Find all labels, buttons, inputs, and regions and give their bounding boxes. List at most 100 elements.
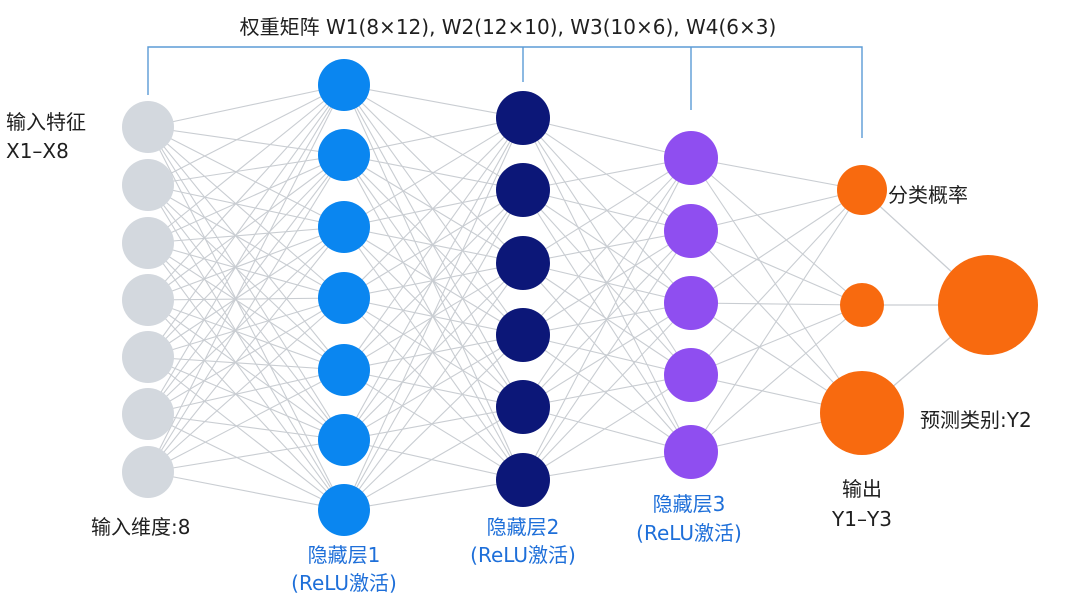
connection-hidden1-6-to-hidden2-3 [343, 262, 524, 441]
connection-hidden2-1-to-hidden3-1 [522, 117, 692, 159]
weight-matrix-title: 权重矩阵 W1(8×12), W2(12×10), W3(10×6), W4(6… [240, 15, 777, 39]
hidden2-node-3 [496, 236, 550, 290]
connection-input-5-to-hidden1-7 [147, 356, 345, 511]
output-node-2 [840, 283, 884, 327]
connection-input-1-to-hidden1-2 [147, 126, 345, 156]
connection-hidden2-1-to-hidden3-5 [522, 117, 692, 453]
connection-input-4-to-hidden1-1 [147, 84, 345, 301]
connection-hidden3-3-to-output-2 [690, 302, 863, 306]
output-label-line1: 输出 [842, 477, 882, 501]
hidden-layer-3-label-line1: 隐藏层3 [653, 492, 726, 516]
connection-input-7-to-hidden1-5 [147, 369, 345, 473]
weight-matrix-bracket [147, 46, 863, 138]
hidden3-node-2 [664, 204, 718, 258]
hidden2-node-5 [496, 380, 550, 434]
connection-hidden2-4-to-hidden3-1 [522, 157, 692, 336]
hidden1-node-1 [318, 59, 370, 111]
hidden-layer-2-label-line2: (ReLU激活) [470, 543, 576, 567]
connection-hidden1-5-to-hidden2-1 [343, 117, 524, 371]
hidden-layer-1-label-line2: (ReLU激活) [291, 571, 397, 595]
connection-hidden3-1-to-output-2 [690, 157, 863, 306]
connection-hidden1-1-to-hidden2-4 [343, 84, 524, 336]
connection-hidden1-6-to-hidden2-5 [343, 406, 524, 441]
connection-hidden2-4-to-hidden3-5 [522, 334, 692, 453]
connection-input-6-to-hidden1-4 [147, 297, 345, 415]
input-node-2 [122, 159, 174, 211]
connection-input-6-to-hidden1-2 [147, 154, 345, 415]
connection-hidden3-1-to-output-3 [690, 157, 863, 414]
connection-input-4-to-hidden1-3 [147, 226, 345, 301]
connection-input-7-to-hidden1-4 [147, 297, 345, 473]
input-node-6 [122, 388, 174, 440]
connection-input-6-to-hidden1-7 [147, 413, 345, 511]
connection-input-6-to-hidden1-3 [147, 226, 345, 415]
connection-hidden2-5-to-hidden3-1 [522, 157, 692, 408]
hidden1-node-3 [318, 201, 370, 253]
connection-hidden1-3-to-hidden2-6 [343, 226, 524, 481]
connection-hidden1-7-to-hidden2-5 [343, 406, 524, 511]
classification-probability-label: 分类概率 [888, 183, 968, 207]
connection-input-7-to-hidden1-2 [147, 154, 345, 473]
input-dimension-label: 输入维度:8 [91, 515, 190, 539]
connection-hidden2-2-to-hidden3-1 [522, 157, 692, 191]
input-features-label-line1: 输入特征 [6, 110, 86, 134]
output-node-1 [837, 165, 887, 215]
connection-hidden3-1-to-output-1 [690, 157, 863, 191]
connection-input-5-to-hidden1-1 [147, 84, 345, 358]
hidden-layer-2-label-line1: 隐藏层2 [487, 515, 560, 539]
connection-input-3-to-hidden1-2 [147, 154, 345, 244]
connection-hidden1-3-to-hidden2-3 [343, 226, 524, 264]
connection-input-5-to-hidden1-2 [147, 154, 345, 358]
connection-hidden2-6-to-hidden3-3 [522, 302, 692, 481]
connection-hidden3-2-to-output-1 [690, 189, 863, 232]
connection-hidden2-3-to-hidden3-5 [522, 262, 692, 453]
connection-hidden2-6-to-hidden3-5 [522, 451, 692, 481]
connection-hidden1-6-to-hidden2-6 [343, 439, 524, 481]
connection-input-2-to-hidden1-2 [147, 154, 345, 186]
connection-hidden1-7-to-hidden2-1 [343, 117, 524, 511]
output-label-line2: Y1–Y3 [831, 507, 892, 531]
connection-hidden1-7-to-hidden2-3 [343, 262, 524, 511]
connection-hidden1-4-to-hidden2-1 [343, 117, 524, 299]
connection-input-3-to-hidden1-1 [147, 84, 345, 244]
connection-input-7-to-hidden1-6 [147, 439, 345, 473]
connection-input-3-to-hidden1-4 [147, 242, 345, 299]
hidden2-node-1 [496, 91, 550, 145]
connection-hidden1-5-to-hidden2-6 [343, 369, 524, 481]
connection-hidden1-3-to-hidden2-1 [343, 117, 524, 228]
connection-input-1-to-hidden1-1 [147, 84, 345, 128]
connection-hidden1-5-to-hidden2-3 [343, 262, 524, 371]
connection-input-2-to-hidden1-3 [147, 184, 345, 228]
connection-hidden1-7-to-hidden2-2 [343, 189, 524, 511]
connection-hidden1-7-to-hidden2-6 [343, 479, 524, 511]
input-features-label-line2: X1–X8 [6, 139, 69, 163]
connection-hidden3-4-to-output-1 [690, 189, 863, 376]
connection-hidden2-2-to-hidden3-5 [522, 189, 692, 453]
connection-hidden3-3-to-output-1 [690, 189, 863, 304]
hidden1-node-6 [318, 414, 370, 466]
connection-hidden2-6-to-hidden3-2 [522, 230, 692, 481]
input-node-5 [122, 331, 174, 383]
hidden3-node-4 [664, 348, 718, 402]
connection-input-2-to-hidden1-1 [147, 84, 345, 186]
hidden3-node-1 [664, 131, 718, 185]
connection-input-5-to-hidden1-3 [147, 226, 345, 358]
hidden3-node-3 [664, 276, 718, 330]
labels: 权重矩阵 W1(8×12), W2(12×10), W3(10×6), W4(6… [6, 15, 1032, 595]
bracket-line [147, 46, 863, 138]
connection-input-7-to-hidden1-3 [147, 226, 345, 473]
input-node-4 [122, 274, 174, 326]
prediction-node [938, 255, 1038, 355]
connection-input-2-to-hidden1-4 [147, 184, 345, 299]
connection-input-1-to-hidden1-6 [147, 126, 345, 441]
nodes [122, 59, 1038, 536]
connection-hidden3-5-to-output-1 [690, 189, 863, 453]
hidden2-node-2 [496, 163, 550, 217]
connection-hidden1-6-to-hidden2-1 [343, 117, 524, 441]
connection-hidden3-4-to-output-2 [690, 304, 863, 376]
connection-input-1-to-hidden1-3 [147, 126, 345, 228]
connection-input-2-to-hidden1-7 [147, 184, 345, 511]
connection-input-4-to-hidden1-4 [147, 297, 345, 301]
input-node-1 [122, 101, 174, 153]
